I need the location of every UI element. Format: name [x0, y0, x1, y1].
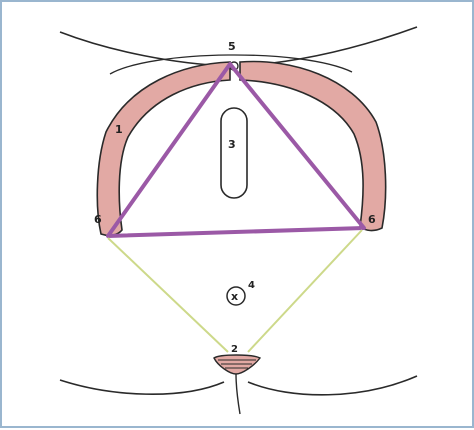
- urogenital-hiatus-label: 3: [228, 138, 236, 151]
- right-thigh-contour: [242, 27, 417, 66]
- left-thigh-contour: [60, 32, 228, 66]
- left-ischial-tuberosity-label: 6: [94, 213, 102, 226]
- right-ischial-tuberosity-label: 6: [368, 213, 376, 226]
- left-ischiopubic-ramus: [97, 62, 230, 235]
- pubic-symphysis-label: 5: [228, 40, 236, 53]
- anus: [214, 355, 260, 374]
- urogenital-hiatus: [221, 108, 247, 198]
- anus-label: 2: [231, 344, 238, 355]
- right-ischiopubic-ramus: [240, 62, 386, 231]
- left-gluteal-contour: [60, 380, 224, 394]
- perineal-center-label: 4: [248, 280, 255, 291]
- perineal-center-mark: x: [231, 290, 238, 303]
- ischial-arch-label: 1: [115, 123, 123, 136]
- anal-triangle-right-side: [248, 230, 362, 352]
- right-gluteal-contour: [248, 376, 417, 395]
- anal-triangle-left-side: [108, 238, 228, 352]
- gluteal-cleft: [236, 374, 240, 414]
